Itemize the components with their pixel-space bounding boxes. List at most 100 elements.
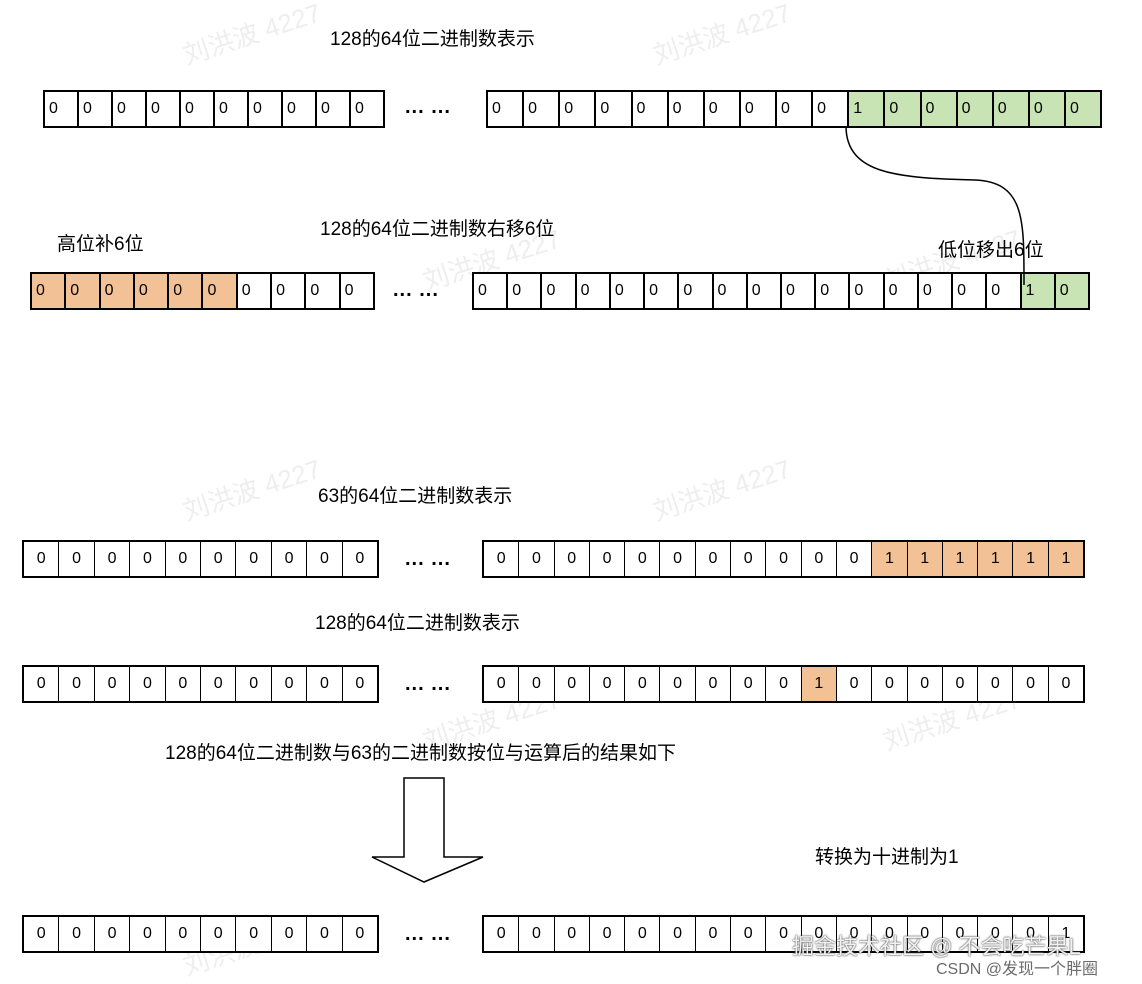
bit-cell: 0 (130, 542, 166, 576)
bit-cell: 1 (1061, 925, 1071, 942)
bit-cell: 0 (201, 542, 237, 576)
bit-cell: 0 (696, 542, 732, 576)
bit-cell: 0 (201, 917, 237, 951)
bit-cell: 0 (777, 92, 814, 126)
shift-connector-curve (845, 125, 1025, 286)
bit-cell: 0 (542, 274, 577, 308)
bit-cell: 0 (943, 917, 979, 951)
bit-cell: 0 (524, 92, 561, 126)
bit-cell: 1 (942, 542, 979, 576)
bit-cell: 0 (488, 92, 525, 126)
bit-cell: 0 (24, 542, 60, 576)
bit-cell: 0 (837, 542, 873, 576)
bit-cell: 0 (850, 274, 885, 308)
bit-cell: 0 (731, 542, 767, 576)
bit-cell: 0 (113, 92, 147, 126)
bit-cell: 0 (645, 274, 680, 308)
bit-cell: 0 (953, 274, 988, 308)
bit-cell: 0 (837, 917, 873, 951)
title-128-binary: 128的64位二进制数表示 (330, 29, 535, 50)
ellipsis: ... ... (405, 548, 451, 570)
bit-cell: 0 (766, 542, 802, 576)
bit-cell: 0 (59, 917, 95, 951)
bit-cell: 0 (1013, 667, 1049, 701)
bit-cell: 0 (885, 92, 922, 126)
bit-cell: 0 (1013, 917, 1049, 951)
bit-cell: 0 (59, 667, 95, 701)
bit-cell: 0 (714, 274, 748, 308)
bit-cell: 0 (908, 667, 943, 701)
bit-cell: 0 (633, 92, 669, 126)
bit-cell: 0 (519, 542, 555, 576)
result-decimal-label: 转换为十进制为1 (815, 847, 959, 868)
bit-cell: 0 (590, 667, 626, 701)
bit-cell: 0 (872, 667, 908, 701)
bit-cell: 0 (519, 917, 555, 951)
bit-cell: 0 (731, 667, 767, 701)
title-63-binary: 63的64位二进制数表示 (318, 486, 513, 507)
bit-cell: 0 (885, 274, 919, 308)
bit-cell: 0 (908, 917, 943, 951)
bit-cell: 0 (679, 274, 714, 308)
bit-cell: 0 (837, 667, 873, 701)
bit-cell: 0 (484, 542, 520, 576)
bit-cell: 0 (201, 667, 237, 701)
bit-cell: 0 (741, 92, 777, 126)
bit-cell: 0 (590, 917, 626, 951)
bit-cell: 0 (943, 667, 979, 701)
bit-cell: 0 (782, 274, 817, 308)
bit-cell: 0 (272, 667, 308, 701)
bit-cell: 1 (907, 542, 943, 576)
bit-cell: 0 (1066, 92, 1101, 126)
title-128-shift: 128的64位二进制数右移6位 (320, 219, 555, 240)
bit-cell: 0 (484, 917, 520, 951)
ellipsis: ... ... (405, 923, 451, 945)
bit-cell: 0 (79, 92, 113, 126)
bit-cell: 0 (660, 917, 696, 951)
bit-cell: 0 (355, 675, 365, 692)
bit-cell: 0 (625, 542, 661, 576)
bit-cell: 0 (484, 667, 520, 701)
bit-cell: 0 (59, 542, 95, 576)
bit-cell: 0 (816, 274, 851, 308)
title-128-binary-2: 128的64位二进制数表示 (315, 613, 520, 634)
juejin-credit: 掘金技术社区 @ 不会吃芒果L (792, 934, 1081, 959)
bit-cell: 0 (283, 92, 317, 126)
bit-cell: 0 (95, 667, 131, 701)
bit-cell: 0 (306, 274, 341, 308)
bit-cell: 1 (801, 667, 837, 701)
bit-cell: 0 (307, 917, 343, 951)
bit-cell: 0 (355, 100, 364, 117)
bit-cell: 0 (625, 917, 661, 951)
bit-cell: 0 (555, 667, 590, 701)
bit-cell: 1 (1013, 542, 1049, 576)
bit-cell: 0 (1055, 274, 1088, 308)
bit-cell: 0 (508, 274, 543, 308)
bit-cell: 0 (169, 274, 204, 308)
and-operation-caption: 128的64位二进制数与63的二进制数按位与运算后的结果如下 (165, 743, 676, 764)
bit-cell: 0 (731, 917, 767, 951)
bit-cell: 0 (596, 92, 633, 126)
bit-cell: 0 (1061, 675, 1071, 692)
bit-cell: 0 (555, 542, 590, 576)
bit-cell: 0 (669, 92, 705, 126)
bit-cell: 0 (872, 917, 908, 951)
bit-cell: 0 (215, 92, 249, 126)
bit-cell: 0 (130, 917, 166, 951)
bit-cell: 0 (560, 92, 597, 126)
bit-cell: 0 (307, 542, 343, 576)
bit-cell: 0 (519, 667, 555, 701)
bit-cell: 0 (696, 917, 732, 951)
bit-cell: 0 (66, 274, 101, 308)
bit-cell: 0 (590, 542, 626, 576)
bit-cell: 0 (1029, 92, 1066, 126)
bit-cell: 0 (95, 542, 131, 576)
bit-cell: 0 (625, 667, 661, 701)
bit-cell: 0 (344, 282, 354, 299)
